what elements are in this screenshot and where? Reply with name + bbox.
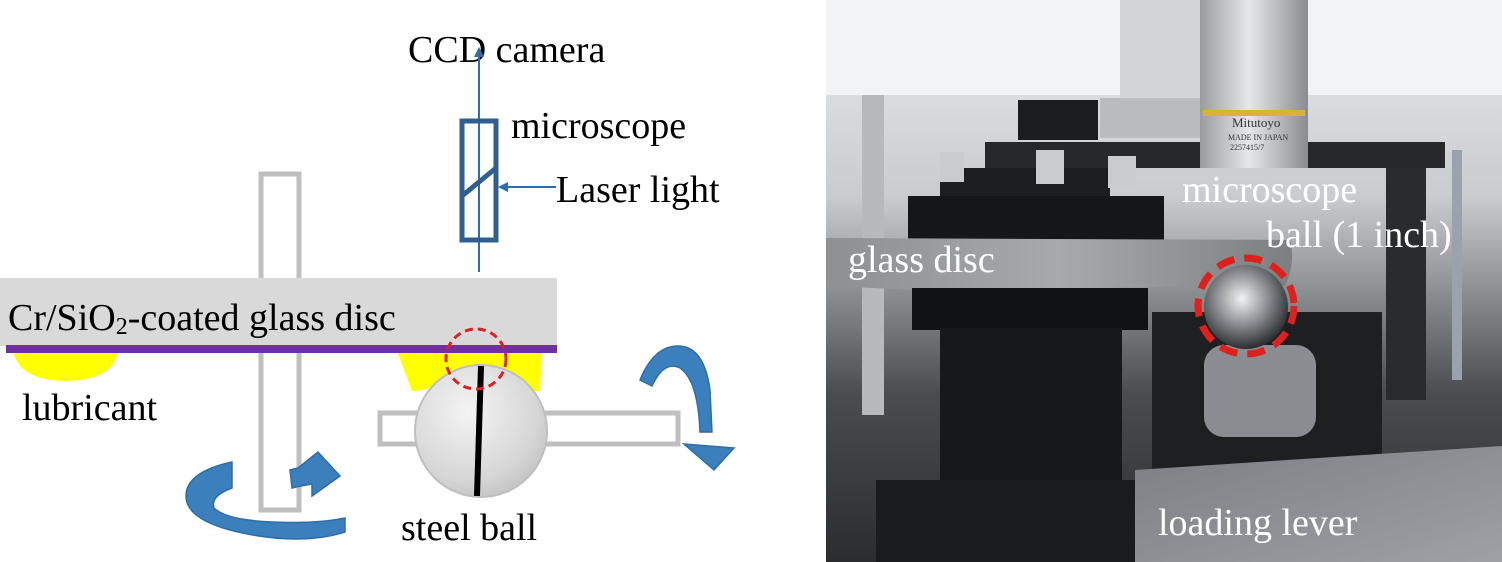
photo-bolt-1 (940, 152, 964, 182)
microscope-label: microscope (511, 105, 686, 147)
photo-lens-brand: Mitutoyo (1232, 115, 1280, 130)
photo-bolt-2 (1036, 150, 1064, 184)
photo-ball-highlight (1194, 254, 1298, 358)
photo-label-plate (1100, 98, 1210, 138)
glass-disc (0, 278, 557, 346)
photo-lens-text-2: 2257415/7 (1230, 143, 1264, 152)
steel-ball-label: steel ball (401, 507, 537, 549)
ball-axle (474, 365, 484, 497)
ball-rotation-arrow-head (681, 443, 736, 472)
photo: Mitutoyo MADE IN JAPAN 2257415/7 microsc… (826, 0, 1502, 562)
photo-hub-flange (908, 196, 1164, 240)
photo-post-right (1386, 150, 1426, 400)
photo-cable (1452, 150, 1462, 380)
schematic: CCD camera microscope Laser light Cr/SiO… (0, 29, 736, 549)
photo-base (876, 480, 1146, 562)
lubricant-label: lubricant (22, 387, 158, 429)
contact-highlight (444, 327, 508, 391)
lubricant-left (14, 353, 118, 381)
photo-steel-ball (1204, 265, 1288, 349)
photo-loading-lever-label: loading lever (1158, 502, 1358, 544)
photo-holder-wheel (1204, 345, 1316, 437)
photo-microscope-label: microscope (1182, 169, 1357, 211)
photo-lens-text-1: MADE IN JAPAN (1228, 133, 1288, 142)
ball-holder-left (377, 410, 423, 447)
laser-light-label: Laser light (556, 169, 720, 211)
photo-lens-band (1203, 110, 1305, 116)
photo-objective-lens (1200, 0, 1308, 168)
ball-rotation-arrow (639, 345, 713, 433)
ball-holder-right (541, 410, 681, 447)
beam-splitter (460, 166, 498, 198)
photo-loading-lever (1135, 446, 1502, 562)
photo-glass-disc-label: glass disc (848, 239, 995, 281)
disc-label: Cr/SiO2-coated glass disc (8, 297, 396, 340)
disc-rotation-arrow-head (289, 450, 342, 498)
photo-bolt-3 (1108, 156, 1136, 188)
photo-glass-disc (826, 238, 1293, 290)
photo-ball-label: ball (1 inch) (1266, 214, 1452, 256)
microscope-body (459, 118, 499, 243)
ccd-camera-label: CCD camera (408, 29, 605, 71)
disc-rotation-arrow (185, 461, 346, 540)
photo-hub-top (940, 168, 1110, 198)
photo-black-knob (1018, 100, 1098, 140)
photo-lower-hub (912, 288, 1148, 330)
